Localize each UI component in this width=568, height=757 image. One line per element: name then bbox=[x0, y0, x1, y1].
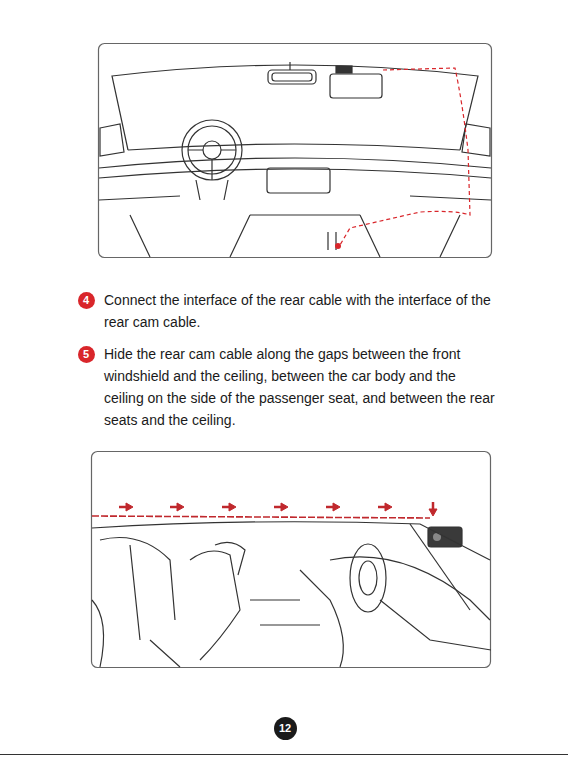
step-text: Hide the rear cam cable along the gaps b… bbox=[104, 343, 496, 431]
number-text: 5 bbox=[83, 349, 89, 360]
step-number: 5 bbox=[78, 346, 95, 363]
number-text: 4 bbox=[83, 295, 89, 306]
step-number: 4 bbox=[78, 292, 95, 309]
front-view-illustration bbox=[99, 44, 492, 258]
step-text: Connect the interface of the rear cable … bbox=[104, 289, 496, 333]
page-number: 12 bbox=[274, 717, 297, 740]
side-view-illustration bbox=[92, 452, 492, 668]
page-rule bbox=[0, 754, 568, 755]
number-text: 12 bbox=[279, 723, 291, 734]
